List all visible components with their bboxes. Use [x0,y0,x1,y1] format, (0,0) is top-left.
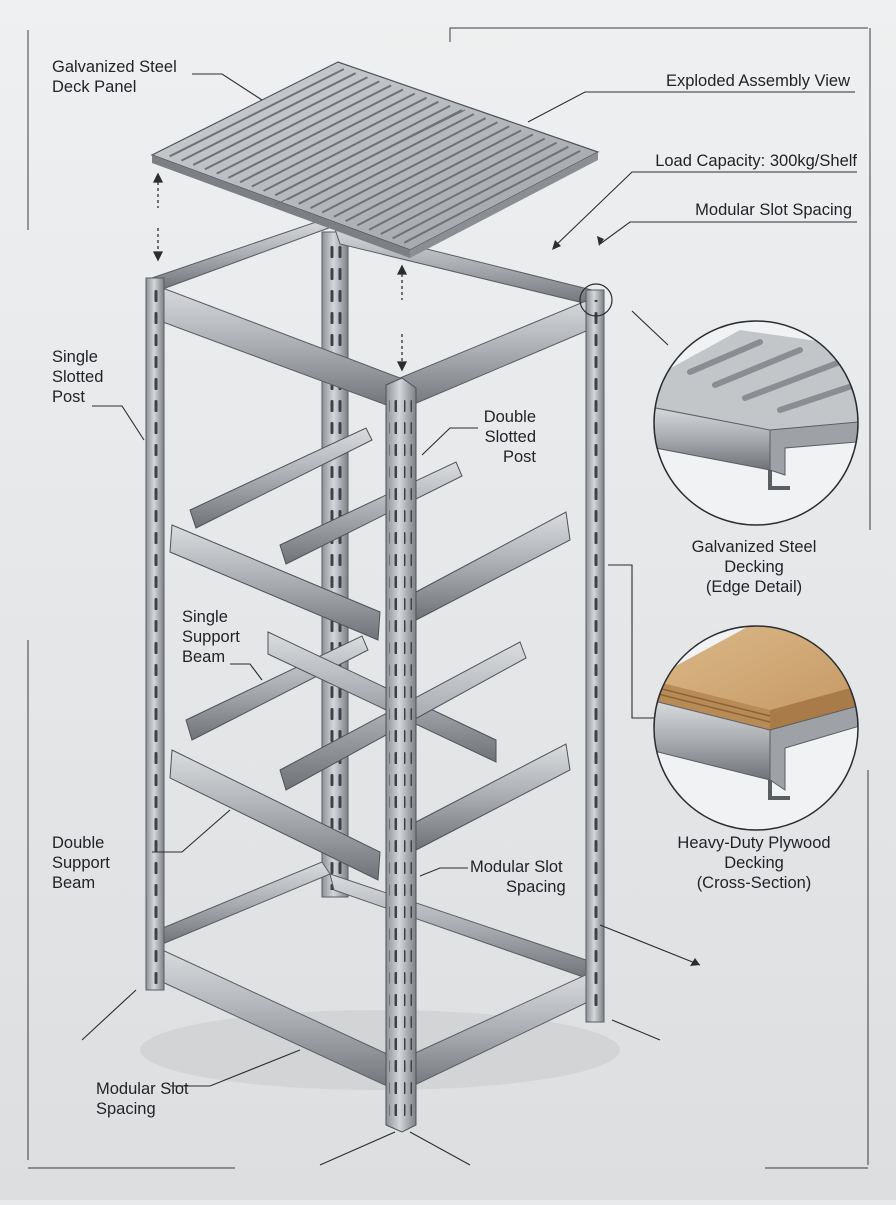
label-exploded-view: Exploded Assembly View [666,72,850,90]
deck-ridge [345,129,522,222]
deck-ridge [380,141,558,235]
deck-ridge [239,92,416,184]
label-slot-spacing-top: Modular Slot Spacing [695,201,852,219]
label-double-beam-line3: Beam [52,874,95,892]
deck-ridge [192,76,368,166]
corner-callout-marker [579,283,613,317]
label-double-beam-line2: Support [52,854,110,872]
label-double-post-line2: Slotted [485,428,536,446]
deck-ridge [298,113,475,205]
deck-ridge [403,150,581,244]
frame-lines [27,27,871,1169]
label-steel-detail: Galvanized Steel Decking (Edge Detail) [692,538,817,596]
label-slot-spacing-bottom-line1: Modular Slot [96,1080,189,1098]
deck-ridge [356,133,534,227]
single-slotted-post-right [585,289,605,1023]
label-single-post-line2: Slotted [52,368,103,386]
label-steel-detail-line1: Galvanized Steel [692,538,817,556]
label-double-post-line3: Post [503,448,536,466]
galvanized-deck-panel [150,61,600,258]
label-single-beam: Single Support Beam [182,608,240,666]
deck-ridge [181,72,357,162]
label-plywood-detail: Heavy-Duty Plywood Decking (Cross-Sectio… [677,834,830,892]
deck-ridge [392,145,569,240]
leader-lines [81,73,857,1166]
label-single-beam-line1: Single [182,608,228,626]
exploded-arrows [152,172,408,372]
deck-ridge [204,80,380,171]
support-beams [169,427,571,881]
label-load-capacity: Load Capacity: 300kg/Shelf [655,152,857,170]
label-steel-detail-line2: Decking [724,558,784,576]
label-slot-spacing-mid-line2: Spacing [506,878,566,896]
label-steel-detail-line3: (Edge Detail) [706,578,802,596]
deck-ridge [251,96,427,188]
deck-ridge [169,68,345,158]
deck-ridge [321,121,498,214]
deck-ridge [263,100,439,192]
label-plywood-detail-line1: Heavy-Duty Plywood [677,834,830,852]
deck-ridge [333,125,510,218]
label-single-beam-line2: Support [182,628,240,646]
deck-ridge [227,88,404,179]
deck-ridge [274,105,451,197]
label-single-post: Single Slotted Post [52,348,103,406]
label-deck-panel-line1: Galvanized Steel [52,58,177,76]
label-slot-spacing-bottom-line2: Spacing [96,1100,156,1118]
label-slot-spacing-bottom: Modular Slot Spacing [96,1080,189,1118]
deck-ridge [216,84,392,175]
top-frame [151,219,601,411]
deck-ridge [309,117,487,210]
label-double-beam: Double Support Beam [52,834,110,892]
label-slot-spacing-mid: Modular Slot Spacing [470,858,566,896]
label-double-post-line1: Double [484,408,536,426]
label-double-beam-line1: Double [52,834,104,852]
double-slotted-post [385,377,417,1133]
label-deck-panel-line2: Deck Panel [52,78,136,96]
label-plywood-detail-line2: Decking [724,854,784,872]
label-single-post-line3: Post [52,388,85,406]
label-single-post-line1: Single [52,348,98,366]
label-single-beam-line3: Beam [182,648,225,666]
label-slot-spacing-mid-line1: Modular Slot [470,858,563,876]
single-slotted-post-left [145,277,165,991]
label-deck-panel: Galvanized Steel Deck Panel [52,58,177,96]
label-plywood-detail-line3: (Cross-Section) [697,874,812,892]
label-double-post: Double Slotted Post [484,408,537,466]
deck-ridge [368,137,546,231]
rear-post [321,231,349,898]
